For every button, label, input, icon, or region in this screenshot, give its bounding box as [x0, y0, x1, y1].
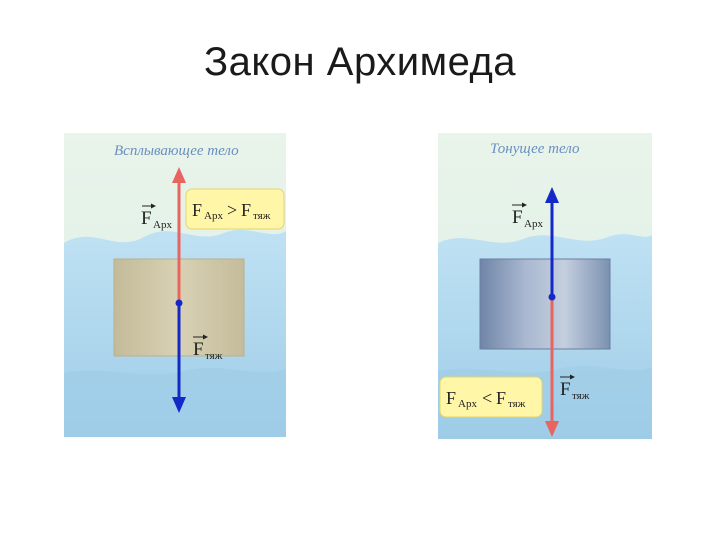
gravity-arrow-head: [545, 421, 559, 437]
sinking-body-illustration: Тонущее тело F Арх F тяж F Арх < F: [438, 133, 652, 439]
svg-text:F: F: [496, 388, 506, 408]
floating-body-illustration: Всплывающее тело F Арх F тяж F Арх > F: [64, 133, 286, 437]
force-comparison-box: F Арх > F тяж: [185, 188, 285, 230]
floating-body-panel: Всплывающее тело F Арх F тяж F Арх > F: [64, 133, 286, 437]
sinking-body-panel: Тонущее тело F Арх F тяж F Арх < F: [438, 133, 652, 439]
gravity-force-label: F тяж: [193, 334, 223, 362]
svg-text:F: F: [512, 207, 523, 228]
archimedes-force-label: F Арх: [141, 203, 172, 231]
svg-text:F: F: [193, 339, 204, 360]
svg-text:F: F: [241, 200, 251, 220]
svg-text:Арх: Арх: [524, 218, 543, 230]
svg-text:тяж: тяж: [205, 350, 223, 362]
svg-text:тяж: тяж: [572, 390, 590, 402]
svg-text:Арх: Арх: [153, 219, 172, 231]
svg-text:>: >: [227, 200, 237, 220]
svg-text:Арх: Арх: [204, 210, 223, 222]
gravity-arrow-head: [172, 397, 186, 413]
svg-text:F: F: [560, 379, 571, 400]
archimedes-arrow-head: [172, 167, 186, 183]
panel-caption: Всплывающее тело: [114, 143, 239, 159]
svg-text:Арх: Арх: [458, 398, 477, 410]
svg-text:F: F: [141, 208, 152, 229]
archimedes-arrow-head: [545, 187, 559, 203]
svg-text:тяж: тяж: [253, 210, 271, 222]
panel-caption: Тонущее тело: [490, 141, 580, 157]
center-of-mass-dot: [175, 299, 183, 307]
svg-text:F: F: [446, 388, 456, 408]
archimedes-force-label: F Арх: [512, 202, 543, 230]
metal-block: [479, 258, 611, 350]
svg-text:тяж: тяж: [508, 398, 526, 410]
svg-text:F: F: [192, 200, 202, 220]
gravity-force-label: F тяж: [560, 374, 590, 402]
force-comparison-box: F Арх < F тяж: [439, 376, 543, 418]
slide-title: Закон Архимеда: [203, 40, 517, 84]
svg-text:<: <: [482, 388, 492, 408]
center-of-mass-dot: [548, 293, 556, 301]
